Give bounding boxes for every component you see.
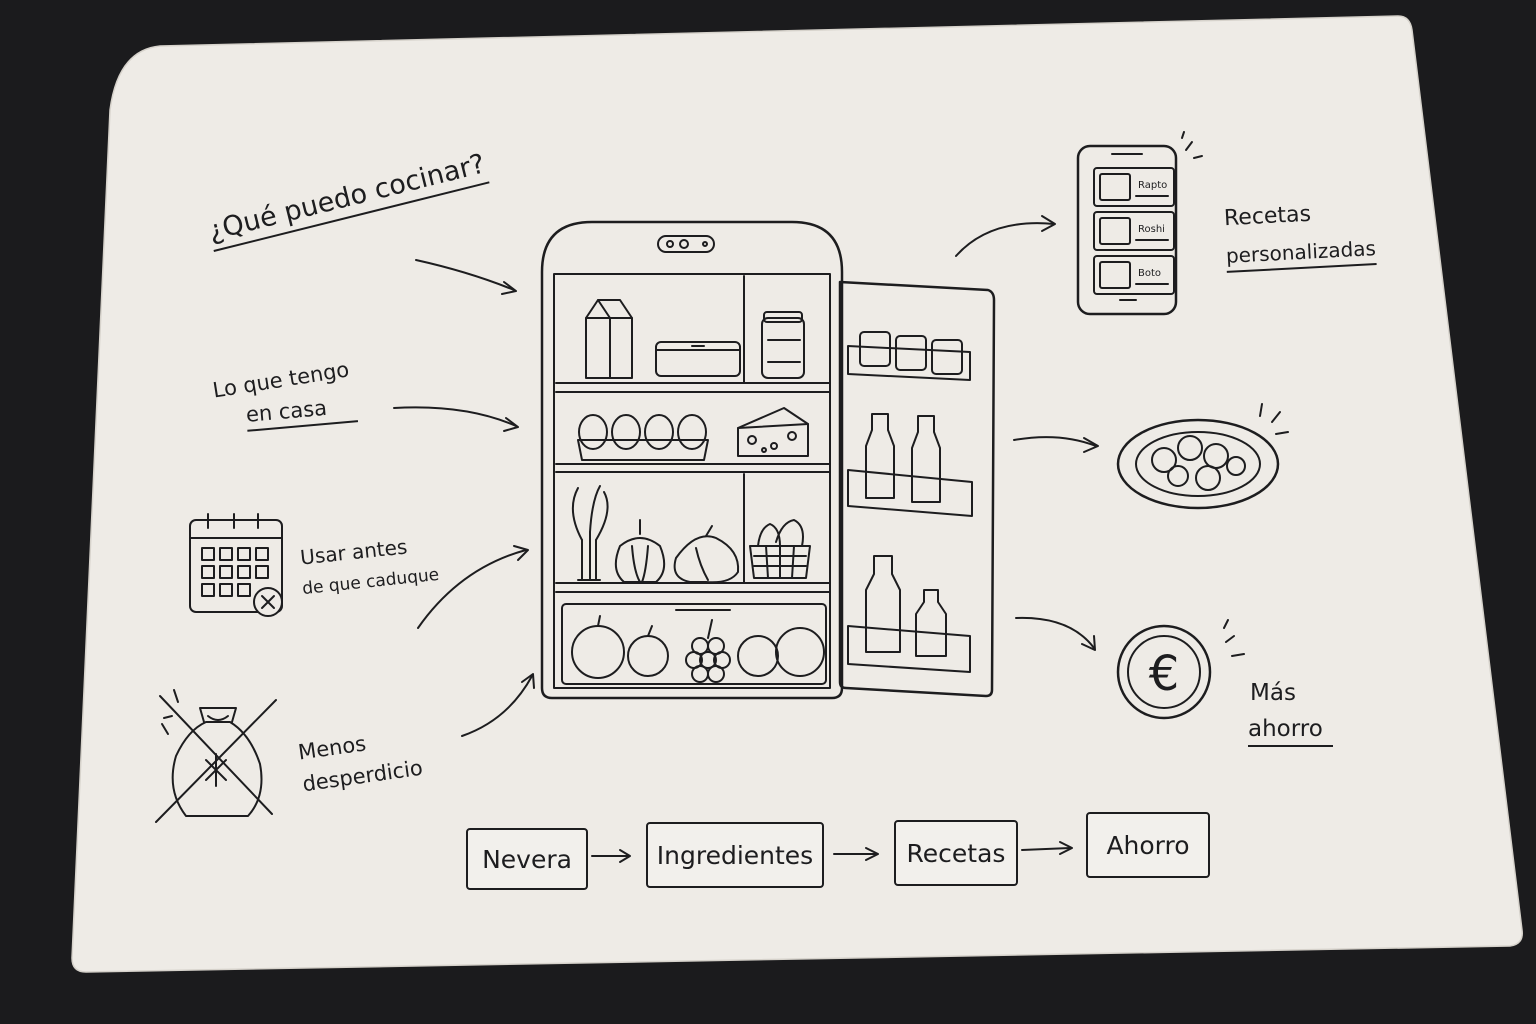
cooked-dish-icon [1116, 403, 1289, 510]
label-ahorro: ahorro [1248, 716, 1333, 747]
phone-row-label: Rapto [1138, 180, 1167, 191]
phone-row-label: Boto [1138, 268, 1161, 279]
flow-arrows [393, 215, 1099, 737]
bottom-flow-arrows [591, 841, 1073, 863]
recipe-app-phone-icon [1076, 131, 1203, 316]
crossed-out-trash-bag-icon [155, 689, 277, 823]
fridge-door-icon [838, 280, 996, 698]
label-recetas: Recetas [1223, 201, 1312, 232]
flow-step-ingredientes: Ingredientes [646, 822, 824, 888]
euro-symbol: € [1149, 646, 1180, 702]
label-mas: Más [1250, 680, 1296, 706]
calendar-expired-icon [189, 513, 283, 617]
fridge-icon [540, 220, 844, 700]
phone-row-label: Roshi [1138, 224, 1165, 235]
flow-step-nevera: Nevera [466, 828, 588, 890]
flow-step-ahorro: Ahorro [1086, 812, 1210, 878]
flow-step-recetas: Recetas [894, 820, 1018, 886]
euro-coin-icon [1116, 619, 1245, 720]
